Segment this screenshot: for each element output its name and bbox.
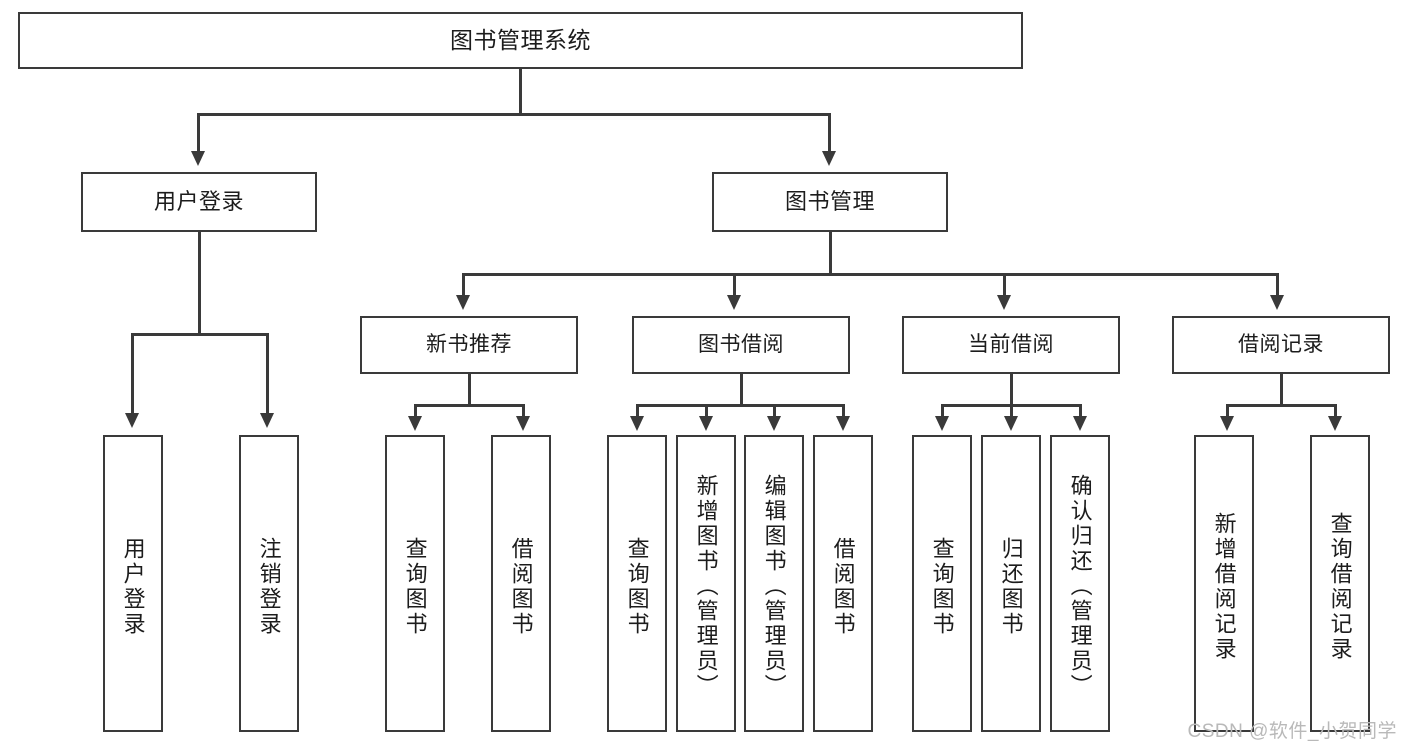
connector-bm-to-new-book xyxy=(462,273,465,297)
leaf-query-book-borrow[interactable]: 查询图书 xyxy=(607,435,667,732)
arrowhead-book-borrow-to-leaf-3 xyxy=(767,416,781,431)
connector-current-borrow-stem xyxy=(1010,374,1013,406)
arrowhead-book-borrow-to-leaf-1 xyxy=(630,416,644,431)
connector-user-login-to-leaf-1 xyxy=(131,333,134,415)
connector-current-borrow-to-leaf-3 xyxy=(1079,404,1082,418)
connector-book-management-stem xyxy=(829,232,832,275)
arrowhead-bm-to-current-borrow xyxy=(997,295,1011,310)
connector-book-borrow-to-leaf-4 xyxy=(842,404,845,418)
leaf-borrow-book[interactable]: 借阅图书 xyxy=(813,435,873,732)
connector-borrow-record-to-leaf-2 xyxy=(1334,404,1337,418)
node-current-borrow[interactable]: 当前借阅 xyxy=(902,316,1120,374)
leaf-query-book-recommend[interactable]: 查询图书 xyxy=(385,435,445,732)
connector-user-login-bar xyxy=(131,333,268,336)
leaf-label: 查询借阅记录 xyxy=(1327,511,1353,662)
leaf-query-book-current[interactable]: 查询图书 xyxy=(912,435,972,732)
leaf-label: 确认归还（管理员） xyxy=(1067,474,1093,699)
arrowhead-book-borrow-to-leaf-4 xyxy=(836,416,850,431)
leaf-label: 编辑图书（管理员） xyxy=(761,474,787,699)
arrowhead-bm-to-new-book xyxy=(456,295,470,310)
connector-bm-to-current-borrow xyxy=(1003,273,1006,297)
connector-user-login-to-leaf-2 xyxy=(266,333,269,415)
connector-root-to-user-login xyxy=(197,113,200,153)
connector-new-book-bar xyxy=(414,404,524,407)
node-label: 图书借阅 xyxy=(698,332,784,356)
arrowhead-bm-to-borrow-record xyxy=(1270,295,1284,310)
node-borrow-record[interactable]: 借阅记录 xyxy=(1172,316,1390,374)
leaf-logout[interactable]: 注销登录 xyxy=(239,435,299,732)
node-label: 用户登录 xyxy=(153,189,244,215)
leaf-label: 借阅图书 xyxy=(830,536,856,637)
connector-borrow-record-bar xyxy=(1226,404,1336,407)
node-book-borrow[interactable]: 图书借阅 xyxy=(632,316,850,374)
arrowhead-current-borrow-to-leaf-3 xyxy=(1073,416,1087,431)
arrowhead-user-login-to-leaf-2 xyxy=(260,413,274,428)
arrowhead-root-to-user-login xyxy=(191,151,205,166)
connector-bm-to-borrow-record xyxy=(1276,273,1279,297)
connector-bm-to-book-borrow xyxy=(733,273,736,297)
connector-book-management-bar xyxy=(462,273,1278,276)
leaf-confirm-return-admin[interactable]: 确认归还（管理员） xyxy=(1050,435,1110,732)
node-label: 当前借阅 xyxy=(968,332,1054,356)
leaf-label: 注销登录 xyxy=(256,536,282,637)
leaf-return-book[interactable]: 归还图书 xyxy=(981,435,1041,732)
node-label: 图书管理系统 xyxy=(450,26,591,53)
connector-root-stem xyxy=(519,69,522,115)
leaf-label: 归还图书 xyxy=(998,536,1024,637)
node-label: 新书推荐 xyxy=(426,332,512,356)
watermark-text: CSDN @软件_小贺同学 xyxy=(1187,721,1397,742)
connector-book-borrow-to-leaf-3 xyxy=(773,404,776,418)
node-root-book-management-system[interactable]: 图书管理系统 xyxy=(18,12,1023,69)
connector-book-borrow-bar xyxy=(636,404,845,407)
connector-current-borrow-to-leaf-2 xyxy=(1010,404,1013,418)
arrowhead-book-borrow-to-leaf-2 xyxy=(699,416,713,431)
arrowhead-current-borrow-to-leaf-1 xyxy=(935,416,949,431)
node-user-login[interactable]: 用户登录 xyxy=(81,172,317,232)
leaf-borrow-book-recommend[interactable]: 借阅图书 xyxy=(491,435,551,732)
leaf-edit-book-admin[interactable]: 编辑图书（管理员） xyxy=(744,435,804,732)
connector-current-borrow-to-leaf-1 xyxy=(941,404,944,418)
connector-borrow-record-stem xyxy=(1280,374,1283,406)
leaf-label: 查询图书 xyxy=(929,536,955,637)
connector-root-to-book-management xyxy=(828,113,831,153)
connector-root-bar xyxy=(197,113,831,116)
arrowhead-user-login-to-leaf-1 xyxy=(125,413,139,428)
arrowhead-new-book-to-leaf-1 xyxy=(408,416,422,431)
arrowhead-root-to-book-management xyxy=(822,151,836,166)
leaf-label: 查询图书 xyxy=(624,536,650,637)
node-new-book-recommend[interactable]: 新书推荐 xyxy=(360,316,578,374)
arrowhead-borrow-record-to-leaf-2 xyxy=(1328,416,1342,431)
leaf-query-borrow-record[interactable]: 查询借阅记录 xyxy=(1310,435,1370,732)
connector-borrow-record-to-leaf-1 xyxy=(1226,404,1229,418)
leaf-label: 用户登录 xyxy=(120,536,146,637)
connector-new-book-to-leaf-1 xyxy=(414,404,417,418)
arrowhead-borrow-record-to-leaf-1 xyxy=(1220,416,1234,431)
node-book-management[interactable]: 图书管理 xyxy=(712,172,948,232)
connector-book-borrow-stem xyxy=(740,374,743,406)
leaf-label: 查询图书 xyxy=(402,536,428,637)
connector-new-book-to-leaf-2 xyxy=(522,404,525,418)
leaf-label: 新增借阅记录 xyxy=(1211,511,1237,662)
leaf-label: 借阅图书 xyxy=(508,536,534,637)
arrowhead-bm-to-book-borrow xyxy=(727,295,741,310)
connector-book-borrow-to-leaf-2 xyxy=(705,404,708,418)
leaf-add-book-admin[interactable]: 新增图书（管理员） xyxy=(676,435,736,732)
leaf-label: 新增图书（管理员） xyxy=(693,474,719,699)
leaf-user-login[interactable]: 用户登录 xyxy=(103,435,163,732)
connector-user-login-stem xyxy=(198,232,201,335)
leaf-add-borrow-record[interactable]: 新增借阅记录 xyxy=(1194,435,1254,732)
arrowhead-new-book-to-leaf-2 xyxy=(516,416,530,431)
connector-new-book-stem xyxy=(468,374,471,406)
node-label: 图书管理 xyxy=(784,189,875,215)
connector-book-borrow-to-leaf-1 xyxy=(636,404,639,418)
arrowhead-current-borrow-to-leaf-2 xyxy=(1004,416,1018,431)
node-label: 借阅记录 xyxy=(1238,332,1324,356)
